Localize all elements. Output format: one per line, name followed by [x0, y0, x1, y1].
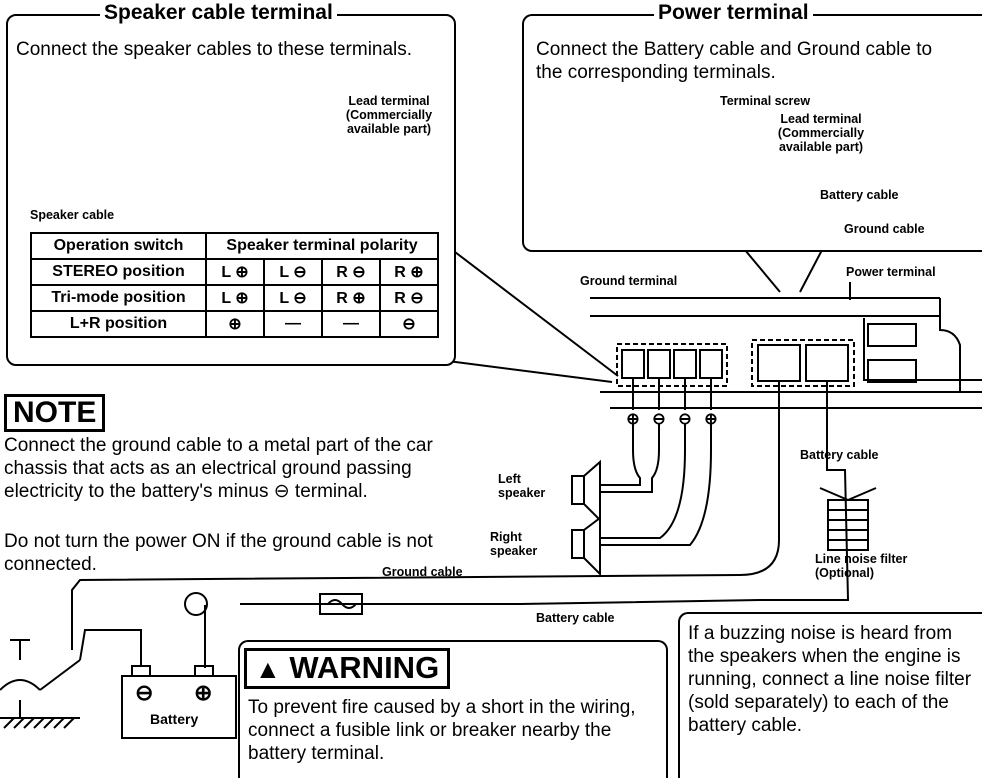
battery-label: Battery — [150, 711, 199, 727]
polarity-table: Operation switch Speaker terminal polari… — [30, 232, 439, 338]
battery-plus-symbol: ⊕ — [194, 680, 212, 705]
ground-terminal-label: Ground terminal — [580, 274, 678, 288]
speaker-terminal-title: Speaker cable terminal — [100, 2, 337, 24]
warning-text: To prevent fire caused by a short in the… — [248, 697, 636, 764]
table-header: Speaker terminal polarity — [205, 232, 439, 260]
speaker-lead-terminal-label: Lead terminal (Commercially available pa… — [345, 94, 433, 136]
power-terminal-callout: Power terminal Connect the Battery cable… — [522, 2, 982, 252]
power-ground-cable-label: Ground cable — [844, 222, 925, 236]
right-speaker-label: Right speaker — [490, 530, 538, 558]
warning-callout: ▲ WARNING To prevent fire caused by a sh… — [238, 640, 668, 778]
note-heading: NOTE — [4, 394, 106, 432]
warning-heading-box: ▲ WARNING — [244, 648, 451, 689]
table-row: L+R position ⊕ — — ⊖ — [30, 310, 439, 338]
power-terminal-title: Power terminal — [654, 2, 813, 24]
table-row: Tri-mode position L ⊕ L ⊖ R ⊕ R ⊖ — [30, 284, 439, 312]
battery-minus-symbol: ⊖ — [135, 680, 153, 705]
left-speaker-label: Left speaker — [498, 472, 546, 500]
terminal-minus-1: ⊖ — [652, 411, 665, 428]
table-header: Operation switch — [30, 232, 207, 260]
power-lead-terminal-label: Lead terminal (Commercially available pa… — [777, 112, 865, 154]
noise-tip-callout: If a buzzing noise is heard from the spe… — [678, 612, 982, 778]
note-text-2: Do not turn the power ON if the ground c… — [4, 531, 433, 575]
warning-heading: WARNING — [289, 650, 440, 685]
terminal-plus-2: ⊕ — [704, 411, 717, 428]
terminal-minus-2: ⊖ — [678, 411, 691, 428]
ground-cable-label: Ground cable — [382, 565, 463, 579]
power-terminal-text: Connect the Battery cable and Ground cab… — [536, 39, 933, 83]
battery-cable-filter-label: Battery cable — [800, 448, 879, 462]
table-row: STEREO position L ⊕ L ⊖ R ⊖ R ⊕ — [30, 258, 439, 286]
speaker-cable-label: Speaker cable — [30, 208, 115, 222]
terminal-plus-1: ⊕ — [626, 411, 639, 428]
speaker-terminal-text: Connect the speaker cables to these term… — [16, 39, 413, 60]
warning-icon: ▲ — [255, 654, 281, 684]
battery-cable-wire-label: Battery cable — [536, 611, 615, 625]
terminal-screw-label: Terminal screw — [720, 94, 811, 108]
note-text-1: Connect the ground cable to a metal part… — [4, 435, 433, 502]
line-noise-filter-label: Line noise filter (Optional) — [815, 552, 908, 580]
noise-tip-text: If a buzzing noise is heard from the spe… — [688, 623, 972, 736]
power-terminal-label: Power terminal — [846, 265, 936, 279]
speaker-terminal-callout: Speaker cable terminal Connect the speak… — [6, 2, 456, 366]
power-battery-cable-label: Battery cable — [820, 188, 899, 202]
